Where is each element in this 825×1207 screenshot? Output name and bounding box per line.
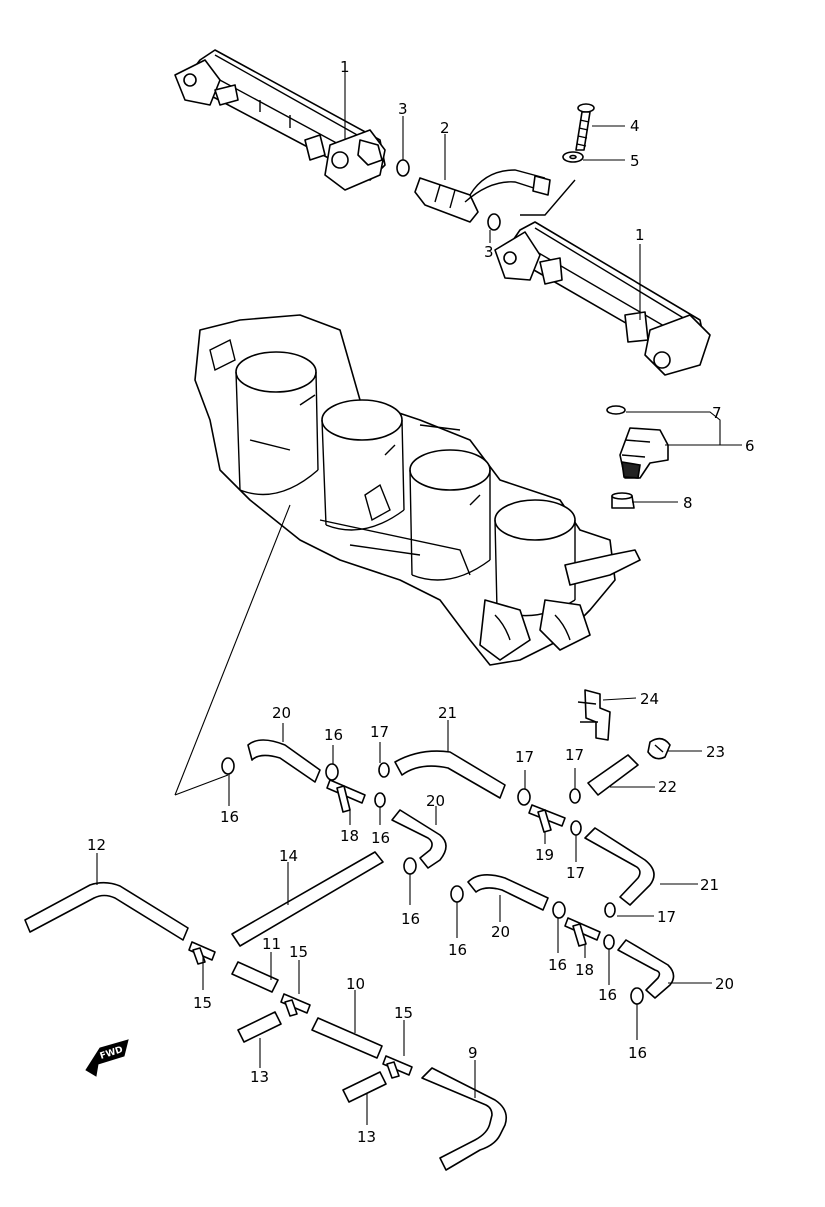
hose-21a bbox=[394, 750, 506, 799]
hose-10 bbox=[311, 1017, 383, 1059]
label-22: 22 bbox=[658, 778, 677, 796]
label-20a: 20 bbox=[272, 704, 291, 722]
label-3b: 3 bbox=[484, 243, 494, 261]
clip-23 bbox=[647, 737, 671, 760]
label-20c: 20 bbox=[491, 923, 510, 941]
hose-12 bbox=[24, 881, 189, 941]
label-15a: 15 bbox=[193, 994, 212, 1012]
hose-20b bbox=[391, 809, 447, 869]
guide-line bbox=[174, 504, 291, 796]
label-16g: 16 bbox=[598, 986, 617, 1004]
label-9: 9 bbox=[468, 1044, 478, 1062]
screw-4 bbox=[575, 103, 595, 151]
tee-joint-15b bbox=[280, 993, 311, 1017]
label-17d: 17 bbox=[566, 864, 585, 882]
label-16b: 16 bbox=[220, 808, 239, 826]
label-16e: 16 bbox=[448, 941, 467, 959]
washer-5 bbox=[562, 151, 584, 163]
label-6: 6 bbox=[745, 437, 755, 455]
fwd-arrow-icon: FWD bbox=[85, 1039, 129, 1077]
label-21a: 21 bbox=[438, 704, 457, 722]
label-2: 2 bbox=[440, 119, 450, 137]
label-13b: 13 bbox=[357, 1128, 376, 1146]
label-8: 8 bbox=[683, 494, 693, 512]
label-20d: 20 bbox=[715, 975, 734, 993]
label-18a: 18 bbox=[340, 827, 359, 845]
label-21b: 21 bbox=[700, 876, 719, 894]
label-23: 23 bbox=[706, 743, 725, 761]
hose-21b bbox=[584, 827, 655, 906]
hose-20a bbox=[247, 739, 321, 783]
label-16h: 16 bbox=[628, 1044, 647, 1062]
label-18b: 18 bbox=[575, 961, 594, 979]
label-1b: 1 bbox=[635, 226, 645, 244]
leader-lines bbox=[96, 72, 742, 1125]
clamps bbox=[221, 757, 644, 1005]
label-10: 10 bbox=[346, 975, 365, 993]
hose-20c bbox=[467, 874, 549, 911]
label-4: 4 bbox=[630, 117, 640, 135]
fuel-rail-upper bbox=[174, 49, 386, 191]
throttle-body-assembly bbox=[194, 314, 641, 666]
label-1a: 1 bbox=[340, 58, 350, 76]
label-11: 11 bbox=[262, 935, 281, 953]
hose-13b bbox=[342, 1071, 387, 1103]
label-15b: 15 bbox=[289, 943, 308, 961]
label-19: 19 bbox=[535, 846, 554, 864]
hose-9 bbox=[421, 1067, 508, 1171]
part-labels: 1 2 3 3 4 5 1 7 6 8 24 23 22 21 17 20 20… bbox=[87, 58, 755, 1146]
label-5: 5 bbox=[630, 152, 640, 170]
tee-joint-18b bbox=[564, 917, 601, 947]
hose-14 bbox=[231, 851, 384, 947]
fuel-pipe-2 bbox=[396, 159, 551, 231]
tee-joint-15a bbox=[188, 941, 216, 965]
label-15c: 15 bbox=[394, 1004, 413, 1022]
label-12: 12 bbox=[87, 836, 106, 854]
label-17c: 17 bbox=[565, 746, 584, 764]
hose-13a bbox=[237, 1011, 282, 1043]
hose-20d bbox=[617, 939, 675, 999]
injector-6 bbox=[606, 405, 669, 509]
tee-joint-18a bbox=[326, 779, 366, 813]
label-16a: 16 bbox=[324, 726, 343, 744]
guide-line-b bbox=[174, 774, 229, 796]
label-17b: 17 bbox=[515, 748, 534, 766]
label-17e: 17 bbox=[657, 908, 676, 926]
fuel-rail-lower bbox=[494, 179, 711, 376]
hose-22 bbox=[587, 754, 639, 796]
label-20b: 20 bbox=[426, 792, 445, 810]
tee-joint-15c bbox=[382, 1055, 413, 1079]
label-14: 14 bbox=[279, 847, 298, 865]
tee-joint-19 bbox=[528, 804, 566, 833]
label-7: 7 bbox=[712, 404, 722, 422]
label-16d: 16 bbox=[401, 910, 420, 928]
label-16c: 16 bbox=[371, 829, 390, 847]
hose-11 bbox=[231, 961, 279, 993]
label-16f: 16 bbox=[548, 956, 567, 974]
label-3a: 3 bbox=[398, 100, 408, 118]
bracket-24 bbox=[577, 689, 611, 741]
label-13a: 13 bbox=[250, 1068, 269, 1086]
label-17a: 17 bbox=[370, 723, 389, 741]
label-24: 24 bbox=[640, 690, 659, 708]
